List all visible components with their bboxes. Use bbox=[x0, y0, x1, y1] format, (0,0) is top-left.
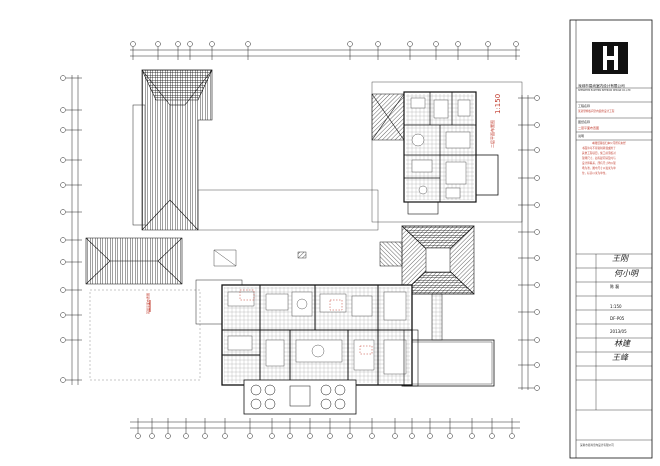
signature-approver: 王刚 bbox=[612, 254, 628, 263]
notes-line: 位，标高以米为单位。 bbox=[582, 172, 608, 175]
stair-strip bbox=[431, 293, 443, 341]
roof-pyramid bbox=[401, 225, 475, 295]
project-label: 工程名称 bbox=[578, 104, 591, 108]
company-name-en: SHENZHEN EASTERN INTERIOR DESIGN CO.,LTD bbox=[578, 89, 631, 92]
dimension-top-bubbles bbox=[130, 41, 519, 47]
dimension-left-bubbles bbox=[60, 75, 66, 383]
terrace-right bbox=[401, 339, 495, 387]
notes-line: 现场尺寸，如有疑问请及时与 bbox=[582, 157, 616, 160]
signature-checker: 何小明 bbox=[614, 269, 638, 278]
dimension-bottom-ticks bbox=[137, 418, 513, 433]
dimension-top-ticks bbox=[132, 47, 517, 60]
drawing-label: 图纸名称 bbox=[578, 120, 591, 124]
notes-line: 书面许可不得复制转载或用于 bbox=[582, 147, 616, 150]
roof-upper-right bbox=[371, 93, 405, 141]
dimension-top bbox=[130, 49, 520, 57]
dimension-bottom bbox=[130, 421, 520, 429]
signature-3: 林建 bbox=[614, 339, 630, 348]
scale-value: 1:150 bbox=[610, 304, 622, 309]
notes-line: 场为准。图中尺寸以毫米为单 bbox=[582, 167, 616, 170]
dimension-left-ticks bbox=[66, 77, 82, 381]
notes-label: 说明 bbox=[578, 134, 585, 138]
title-block bbox=[569, 19, 653, 459]
dimension-left bbox=[71, 75, 79, 385]
site-outline-mid bbox=[197, 189, 379, 231]
signature-4: 王峰 bbox=[612, 353, 628, 362]
company-name-cn: 深圳市易尚室内设计有限公司 bbox=[578, 84, 625, 88]
notes-line: 本图纸版权归本公司所有未经 bbox=[592, 142, 626, 145]
sheet-number: DF-P05 bbox=[610, 316, 625, 321]
small-roof-pavilion bbox=[379, 241, 403, 267]
site-lot-left bbox=[89, 289, 201, 381]
site-outline-left bbox=[132, 104, 146, 226]
dimension-right-ticks bbox=[518, 97, 534, 389]
upper-plan-title: 二层平面布置图 bbox=[490, 120, 495, 148]
footer-company: 深圳市易尚室内设计有限公司 bbox=[580, 444, 614, 447]
main-plan bbox=[195, 279, 419, 415]
notes-line: 其他工程项目，施工前须核对 bbox=[582, 152, 616, 155]
designer-name: 陈 磊 bbox=[610, 284, 620, 289]
dimension-bottom-bubbles bbox=[135, 433, 515, 439]
step-mark bbox=[297, 251, 307, 259]
roof-left-mid bbox=[85, 237, 183, 285]
drawing-name: 二层平面布置图 bbox=[578, 126, 600, 130]
left-lot-label: 首层平面布置图 bbox=[146, 292, 150, 314]
project-name: 某别墅样板间室内装修设计工程 bbox=[578, 110, 615, 113]
dimension-right-bubbles bbox=[534, 95, 540, 391]
notes-line: 设计师联系，所有尺寸均以现 bbox=[582, 162, 616, 165]
upper-plan-scale: 1:150 bbox=[494, 93, 502, 114]
date-value: 2013/05 bbox=[610, 329, 627, 334]
roof-top-left bbox=[141, 69, 213, 231]
upper-plan-frame bbox=[371, 81, 523, 223]
dimension-right bbox=[521, 95, 529, 390]
